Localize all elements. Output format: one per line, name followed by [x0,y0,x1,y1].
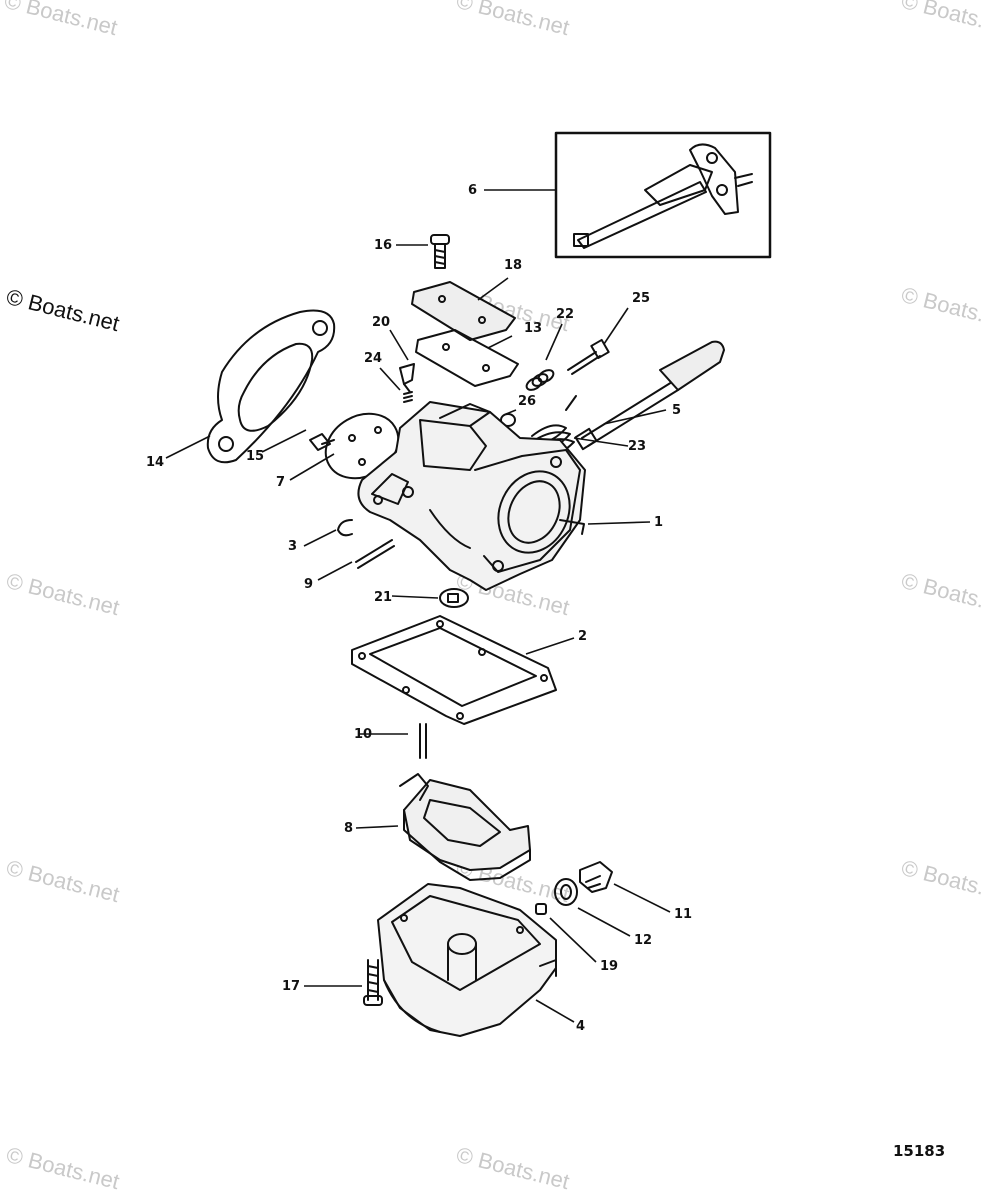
part-12-washer [554,878,578,906]
leader-lines [165,189,671,1023]
callout-15: 15 [246,449,265,464]
callout-4: 4 [576,1019,586,1034]
part-9-pin [355,539,395,569]
callout-7: 7 [276,475,286,490]
callout-6: 6 [468,183,478,198]
callout-2: 2 [578,629,588,644]
callout-13: 13 [524,321,543,336]
callout-16: 16 [374,238,393,253]
callout-25: 25 [632,291,651,306]
part-20-needle [399,363,415,393]
part-22-spring [525,369,555,391]
part-10-pin [419,723,427,759]
part-21-washer [439,588,469,608]
part-17-screw [363,959,383,1006]
callout-1: 1 [654,515,664,530]
callout-12: 12 [634,933,653,948]
callout-24: 24 [364,351,383,366]
part-25-screw [567,338,610,375]
callout-3: 3 [288,539,298,554]
callout-21: 21 [374,590,393,605]
callout-8: 8 [344,821,354,836]
part-16-screw [430,234,450,269]
callout-10: 10 [354,727,373,742]
part-23-spring [531,395,577,458]
part-8-float [399,773,531,881]
callout-19: 19 [600,959,619,974]
callout-26: 26 [518,394,537,409]
callout-5: 5 [672,403,682,418]
callout-11: 11 [674,907,693,922]
part-14-flange-gasket [206,309,336,464]
part-6-throttle-lever [573,143,753,249]
callout-20: 20 [372,315,391,330]
figure-number: 15183 [893,1142,946,1160]
inset-box-part-6 [554,131,772,259]
callout-14: 14 [146,455,165,470]
part-24-spring [403,391,413,403]
part-19-screw [535,903,547,915]
callout-17: 17 [282,979,301,994]
part-2-gasket [351,615,557,725]
part-11-plug [579,861,613,893]
part-18-cover-plate [411,281,516,341]
callout-23: 23 [628,439,647,454]
callout-22: 22 [556,307,575,322]
part-1-carburetor-body [357,401,586,591]
part-4-float-bowl [377,883,557,1037]
callout-18: 18 [504,258,523,273]
part-13-gasket [415,329,519,387]
callout-9: 9 [304,577,314,592]
part-3-clip [337,519,353,537]
